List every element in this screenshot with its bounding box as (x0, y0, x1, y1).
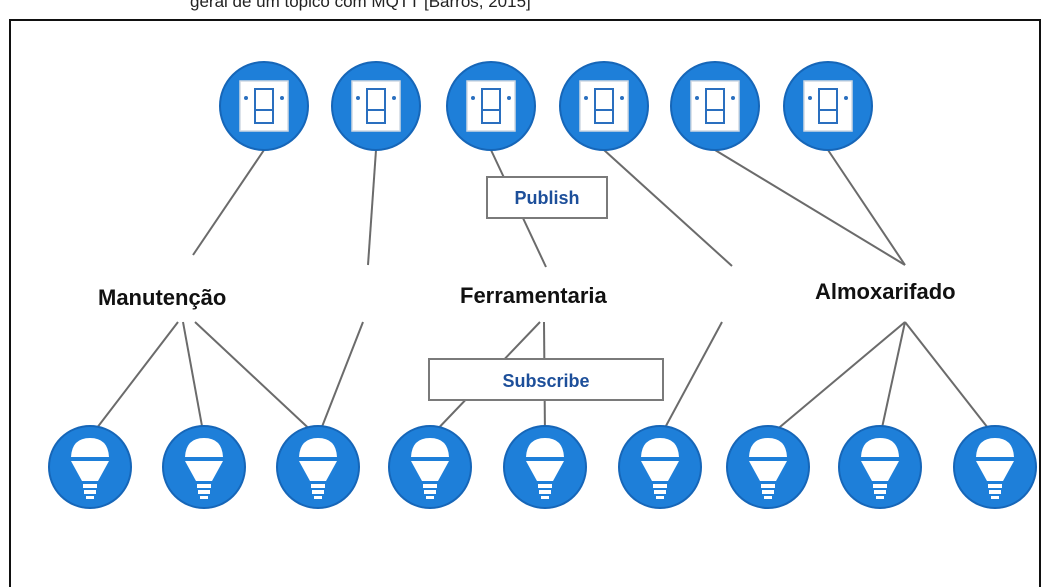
switch-nodes (219, 61, 873, 151)
edge-almoxarifado-bulb-8 (879, 321, 906, 438)
light-bulb-icon (749, 438, 787, 499)
bulb-2 (162, 425, 246, 509)
subscribe-label: Subscribe (428, 358, 664, 401)
publish-text: Publish (514, 188, 579, 208)
topic-almoxarifado: Almoxarifado (815, 279, 956, 304)
switch-6 (783, 61, 873, 151)
switch-3 (446, 61, 536, 151)
light-bulb-icon (976, 438, 1014, 499)
edge-switch-6-almoxarifado (827, 149, 906, 266)
edge-manutencao-bulb-1 (89, 321, 179, 438)
switch-4 (559, 61, 649, 151)
bulb-1 (48, 425, 132, 509)
light-switch-icon (803, 80, 853, 132)
switch-1 (219, 61, 309, 151)
light-switch-icon (239, 80, 289, 132)
light-bulb-icon (185, 438, 223, 499)
bulb-7 (726, 425, 810, 509)
edge-almoxarifado-bulb-9 (904, 321, 996, 438)
publish-box (486, 176, 608, 219)
edge-ferramentaria-bulb-6 (659, 321, 723, 438)
subscribe-text: Subscribe (502, 371, 589, 391)
switch-2 (331, 61, 421, 151)
topic-ferramentaria: Ferramentaria (460, 283, 608, 308)
diagram-frame (9, 19, 1041, 587)
edge-manutencao-bulb-2 (182, 321, 205, 438)
topic-labels: Manutenção Ferramentaria Almoxarifado (98, 279, 956, 310)
edge-almoxarifado-bulb-7 (767, 321, 906, 438)
edges (89, 149, 996, 438)
bulb-9 (953, 425, 1037, 509)
light-switch-icon (690, 80, 740, 132)
light-bulb-icon (71, 438, 109, 499)
light-switch-icon (579, 80, 629, 132)
bulb-6 (618, 425, 702, 509)
top-caption: geral de um tópico com MQTT [Barros, 201… (190, 0, 531, 11)
topic-manutencao: Manutenção (98, 285, 226, 310)
light-bulb-icon (526, 438, 564, 499)
light-switch-icon (351, 80, 401, 132)
edge-switch-2-manutencao (367, 149, 377, 266)
bulb-4 (388, 425, 472, 509)
edge-manutencao-bulb-3 (194, 321, 319, 438)
light-switch-icon (466, 80, 516, 132)
light-bulb-icon (411, 438, 449, 499)
light-bulb-icon (861, 438, 899, 499)
edge-manutencao2-bulb-3 (317, 321, 364, 438)
subscribe-box (428, 358, 664, 401)
edge-switch-5-almoxarifado (714, 149, 906, 266)
light-bulb-icon (641, 438, 679, 499)
bulb-nodes (48, 425, 1037, 509)
edge-switch-1-manutencao (192, 149, 265, 256)
bulb-8 (838, 425, 922, 509)
bulb-3 (276, 425, 360, 509)
publish-label: Publish (486, 176, 608, 219)
light-bulb-icon (299, 438, 337, 499)
edge-switch-4-ferramentaria (603, 149, 733, 267)
switch-5 (670, 61, 760, 151)
bulb-5 (503, 425, 587, 509)
